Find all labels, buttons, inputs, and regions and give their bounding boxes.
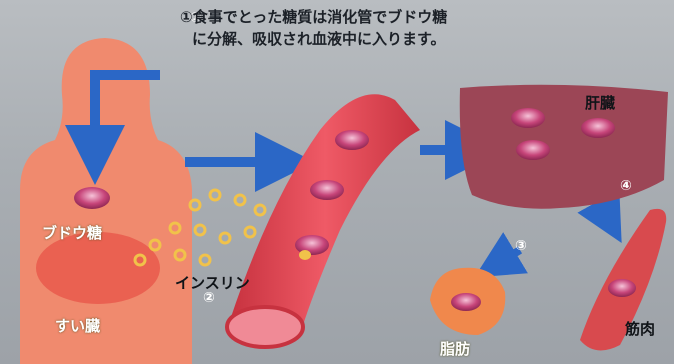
label-pancreas: すい臓 [55,315,100,336]
vessel-opening [227,307,303,347]
fat-cell [430,268,505,335]
caption-text: ①食事でとった糖質は消化管でブドウ糖 に分解、吸収され血液中に入ります。 [180,6,600,50]
label-muscle: 筋肉 [625,318,655,339]
glucose-cell [608,279,636,297]
label-insulin: インスリン [175,272,250,293]
liver [460,85,668,209]
caption-line-2: に分解、吸収され血液中に入ります。 [180,28,600,50]
caption-line-1: ①食事でとった糖質は消化管でブドウ糖 [180,6,600,28]
label-glucose: ブドウ糖 [42,222,102,243]
human-body [20,38,192,364]
glucose-cell [511,108,545,128]
glucose-cell [310,180,344,200]
glucose-cell [295,235,329,255]
step-marker: ③ [515,238,527,254]
glucose-cell [335,130,369,150]
glucose-cell [516,140,550,160]
glucose-cell [74,187,110,209]
insulin-dot [299,250,311,260]
blood-vessel [227,94,420,347]
glucose-cell [451,293,481,311]
label-fat: 脂肪 [440,338,470,359]
step-marker: ④ [620,178,632,194]
label-liver: 肝臓 [585,92,615,113]
glucose-cell [581,118,615,138]
